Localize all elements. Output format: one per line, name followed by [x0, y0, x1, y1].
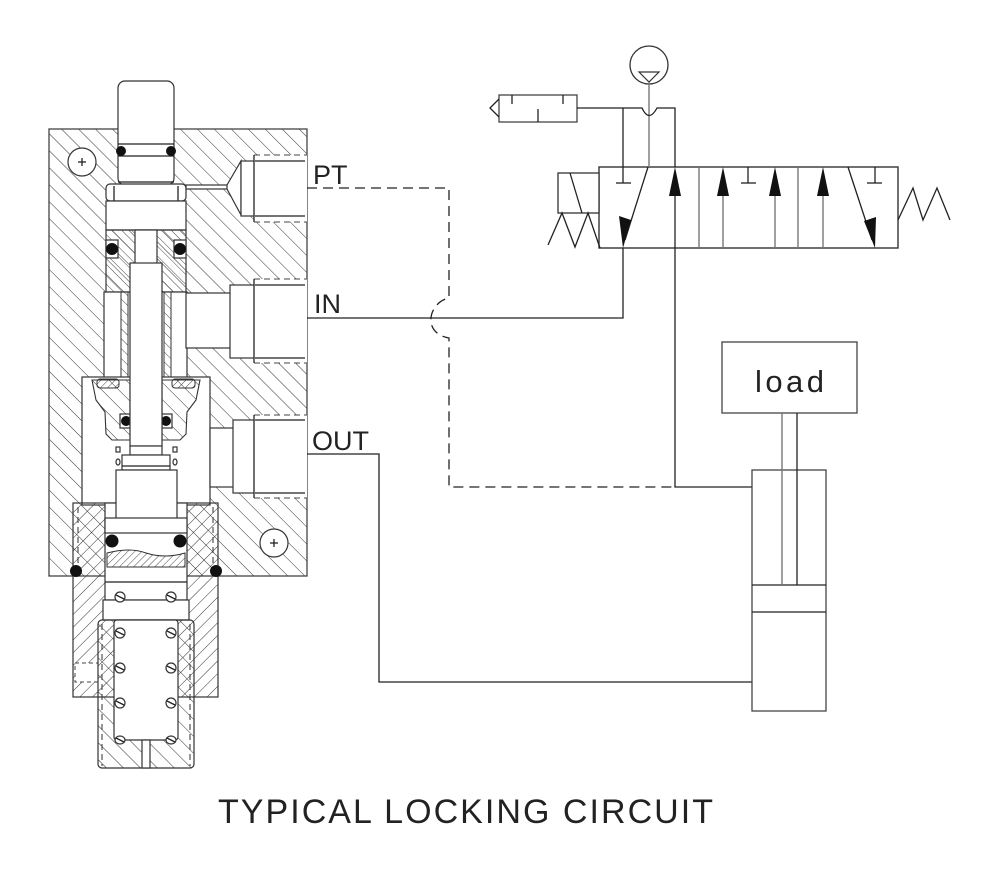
o-ring [105, 534, 119, 548]
valve-cell-3 [817, 166, 882, 248]
port-label-out: OUT [312, 426, 369, 456]
spring-coil [165, 591, 177, 603]
spring-coil [114, 591, 126, 603]
in-port [185, 278, 307, 364]
port-label-pt: PT [313, 160, 348, 190]
o-ring [166, 146, 176, 156]
load-block: load [721, 341, 858, 414]
spring-icon [547, 211, 601, 249]
spring-coil [165, 735, 177, 745]
o-ring [174, 243, 186, 255]
valve-cell-2 [717, 167, 781, 248]
return-spring [114, 591, 177, 745]
o-ring [116, 146, 126, 156]
load-label: load [755, 364, 824, 399]
o-ring [70, 565, 82, 577]
valve-rod [129, 262, 163, 447]
spring-coil [165, 662, 177, 674]
spring-cup [97, 619, 195, 769]
diagram-title: TYPICAL LOCKING CIRCUIT [218, 793, 713, 831]
arrow-up-icon [817, 167, 829, 196]
spring-coil [165, 627, 177, 639]
out-line [307, 453, 752, 683]
arrow-down-icon [864, 217, 876, 248]
out-port [209, 414, 307, 499]
top-cap [116, 80, 176, 186]
spring-coil [165, 697, 177, 709]
arrow-up-icon [669, 167, 681, 196]
supply-line-in [307, 248, 624, 319]
spring-coil [114, 697, 126, 709]
o-ring [106, 243, 118, 255]
solenoid-icon [557, 172, 600, 214]
mounting-hole-icon [259, 528, 289, 558]
o-ring [161, 416, 171, 426]
arrow-up-icon [769, 167, 781, 196]
port-label-in: IN [314, 289, 341, 319]
arrow-down-icon [619, 216, 631, 248]
spring-icon [897, 186, 951, 222]
piston-head [105, 200, 187, 231]
o-ring [210, 565, 222, 577]
o-ring [121, 416, 131, 426]
o-ring [173, 534, 187, 548]
locking-valve-cross-section [48, 80, 308, 769]
side-port [74, 662, 99, 683]
spring-coil [114, 627, 126, 639]
mounting-hole-icon [67, 147, 97, 177]
guide-ring [91, 378, 201, 441]
cylinder-rod-end-line [674, 248, 752, 488]
exhaust-muffler-icon [489, 94, 578, 123]
exhaust-line [577, 107, 676, 167]
spring-coil [114, 662, 126, 674]
hydraulic-cylinder [751, 413, 827, 712]
piston-flange [105, 183, 187, 202]
arrow-up-icon [717, 167, 729, 196]
valve-cell-1 [616, 166, 681, 248]
pressure-source-icon [629, 45, 669, 167]
chamber-spring [115, 446, 178, 466]
directional-control-valve [547, 166, 951, 249]
pt-port [185, 154, 307, 223]
spring-coil [114, 735, 126, 745]
